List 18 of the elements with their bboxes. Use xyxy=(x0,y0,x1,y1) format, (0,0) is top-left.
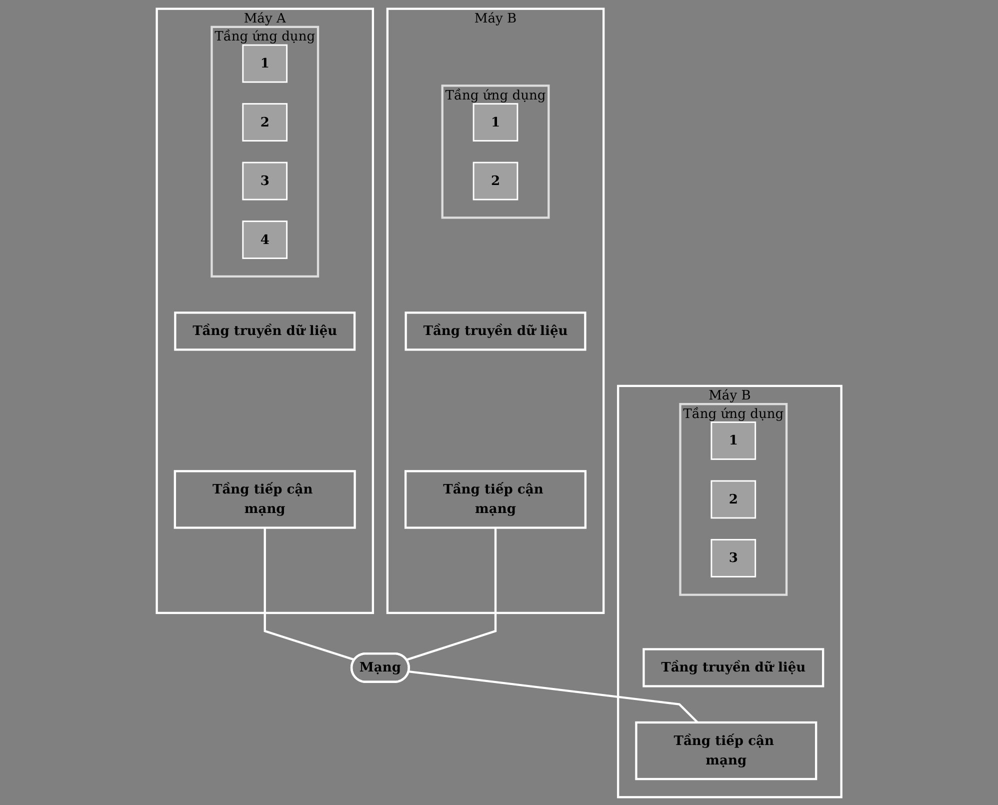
connector xyxy=(408,670,698,723)
node-box: Tầng tiếp cận mạng xyxy=(635,720,818,780)
node-box: 3 xyxy=(710,538,756,577)
node-box: Tầng truyền dữ liệu xyxy=(174,311,356,350)
node-box: Tầng tiếp cận mạng xyxy=(404,470,586,528)
node-box: 2 xyxy=(710,480,756,518)
connector xyxy=(406,527,497,660)
node-box: 2 xyxy=(472,161,518,200)
node-box: 4 xyxy=(242,220,288,259)
node-box: 1 xyxy=(472,102,518,142)
node-box: 1 xyxy=(242,44,288,82)
node-box: 3 xyxy=(242,161,288,200)
connector xyxy=(264,527,355,660)
node-box: Tầng truyền dữ liệu xyxy=(404,311,586,350)
node-box: 2 xyxy=(242,102,288,142)
node-box: 1 xyxy=(710,421,756,460)
node-box: Tầng tiếp cận mạng xyxy=(174,470,356,528)
node-box: Tầng truyền dữ liệu xyxy=(642,648,824,687)
